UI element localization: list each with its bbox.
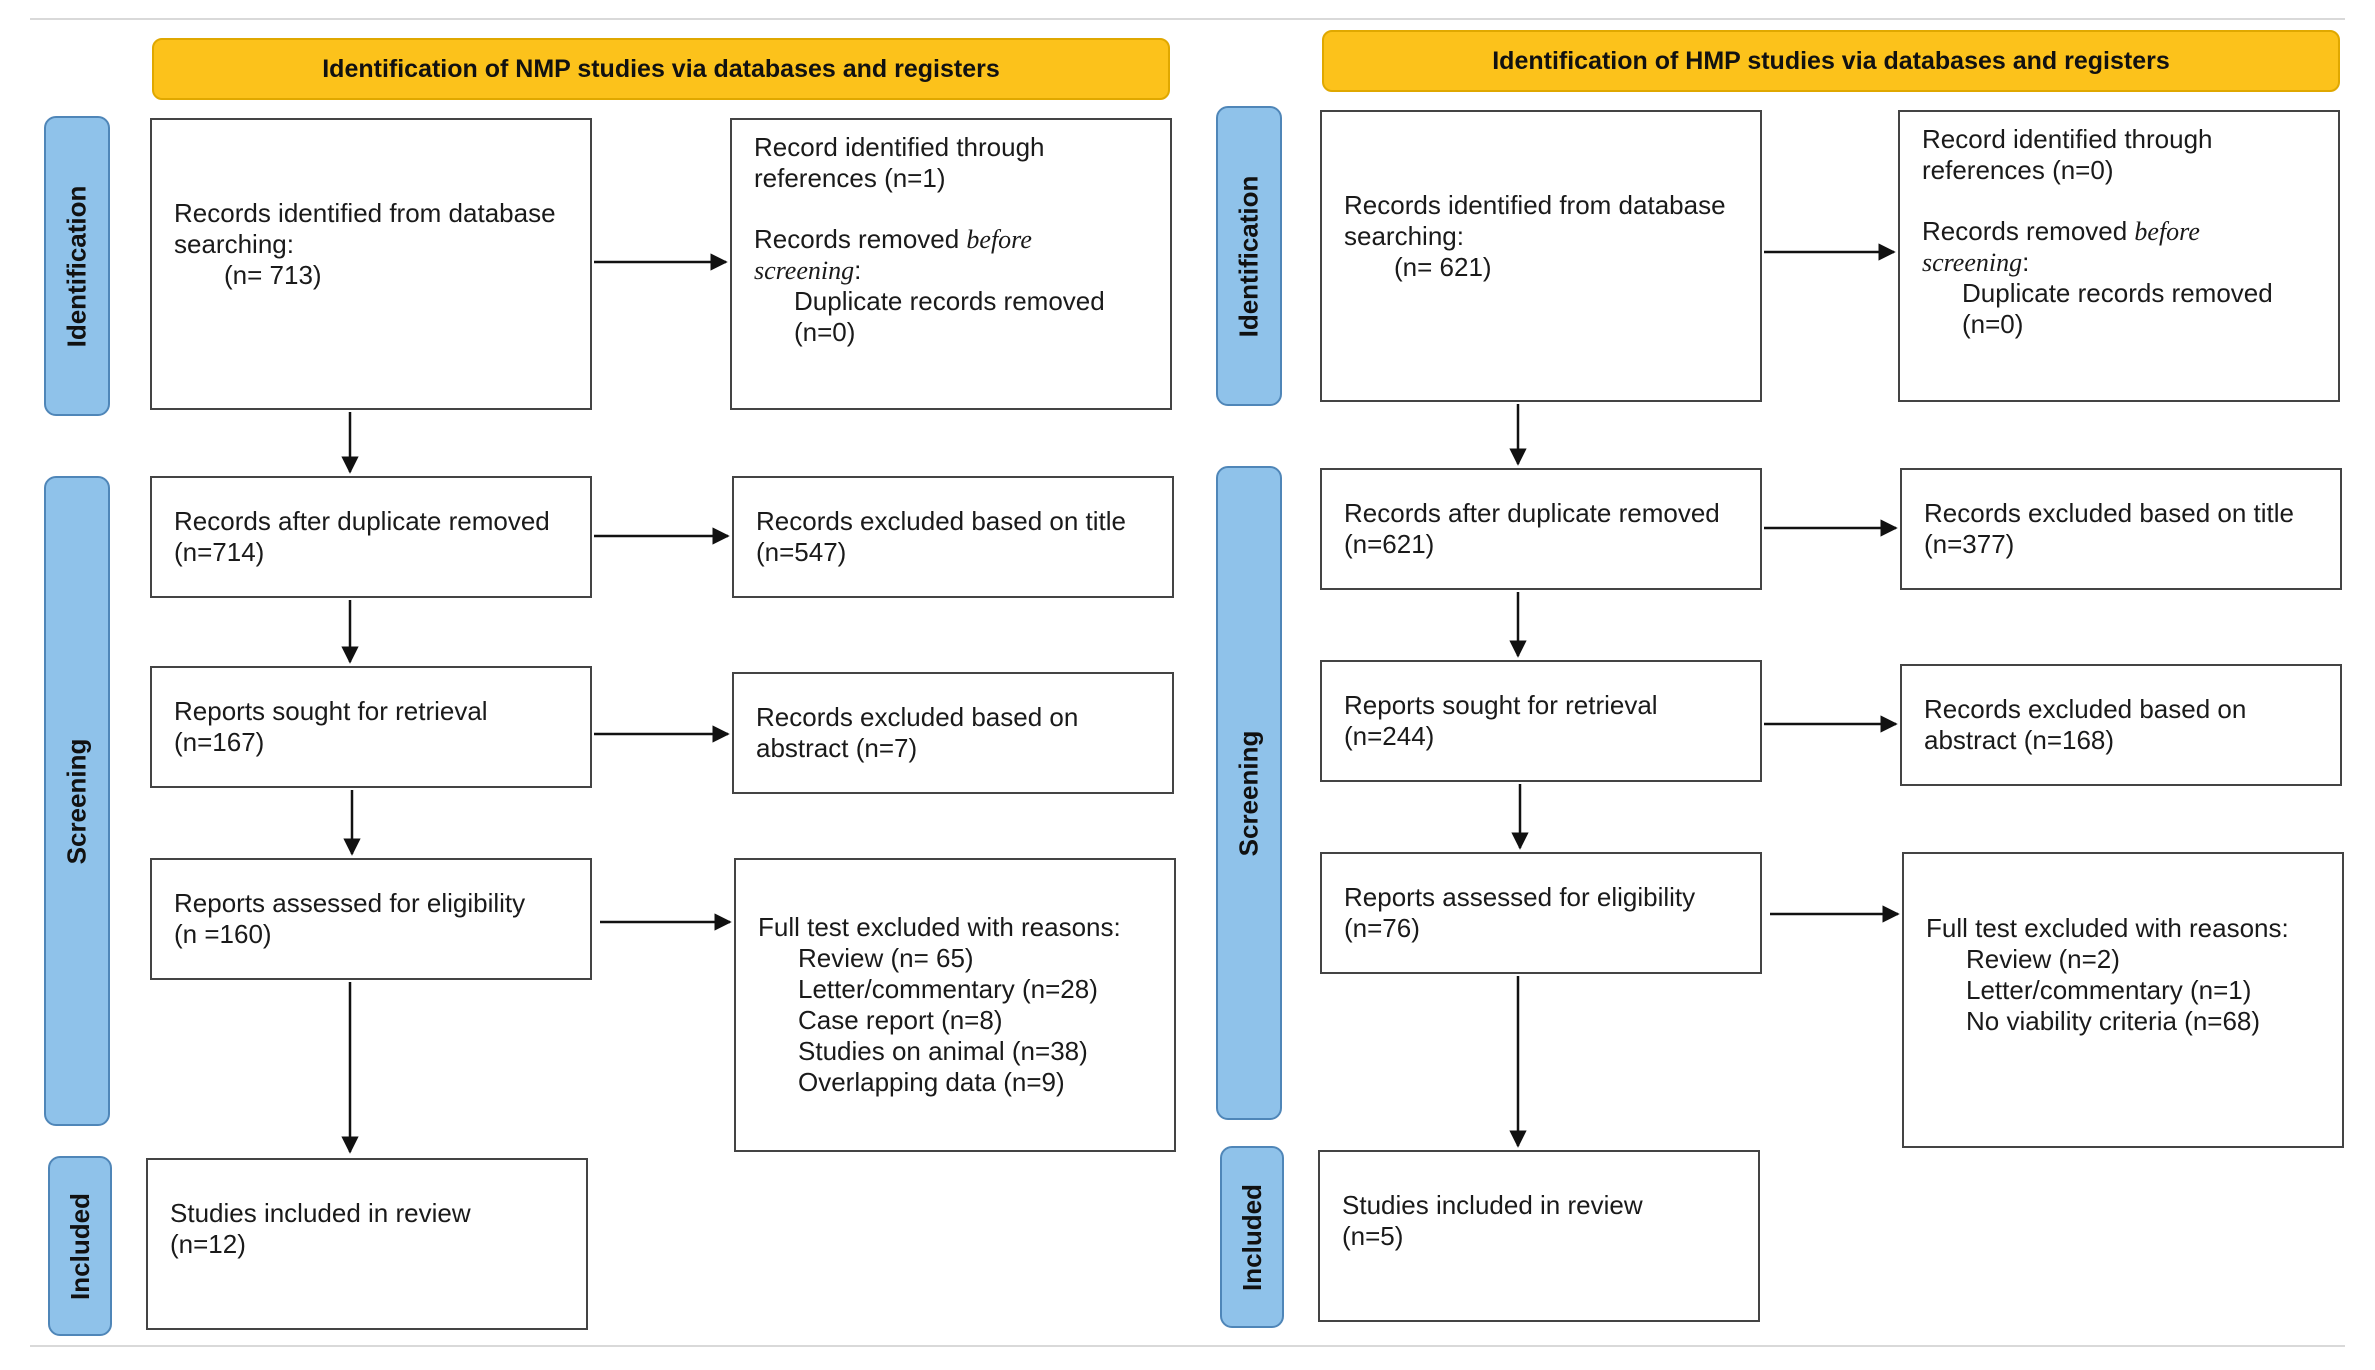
- hmp-reason-item: Review (n=2): [1966, 944, 2120, 974]
- hmp-excl-abstract-line2: abstract (n=168): [1924, 725, 2115, 755]
- nmp-references-line1: Record identified through: [754, 132, 1045, 162]
- nmp-excl-abstract-line1: Records excluded based on: [756, 702, 1079, 732]
- hmp-stage-identification: Identification: [1216, 106, 1282, 406]
- hmp-records-identified-box: Records identified from database searchi…: [1320, 110, 1762, 402]
- nmp-after-duplicate-box: Records after duplicate removed (n=714): [150, 476, 592, 598]
- nmp-after-dup-line2: (n=714): [174, 537, 265, 567]
- hmp-removed-before-screening: Records removed before: [1922, 216, 2200, 246]
- hmp-sought-box: Reports sought for retrieval (n=244): [1320, 660, 1762, 782]
- nmp-reason-item: Case report (n=8): [798, 1005, 1003, 1035]
- nmp-assessed-box: Reports assessed for eligibility (n =160…: [150, 858, 592, 980]
- top-rule: [30, 18, 2345, 20]
- hmp-excl-title-line1: Records excluded based on title: [1924, 498, 2295, 528]
- hmp-fulltext-excluded-box: Full test excluded with reasons: Review …: [1902, 852, 2344, 1148]
- nmp-reason-item: Letter/commentary (n=28): [798, 974, 1098, 1004]
- hmp-after-dup-line2: (n=621): [1344, 529, 1435, 559]
- nmp-identified-line2: searching:: [174, 228, 294, 259]
- nmp-assessed-line2: (n =160): [174, 919, 272, 949]
- hmp-excluded-title-box: Records excluded based on title (n=377): [1900, 468, 2342, 590]
- hmp-reason-item: No viability criteria (n=68): [1966, 1006, 2261, 1036]
- nmp-excl-title-line1: Records excluded based on title: [756, 506, 1127, 536]
- nmp-sought-line2: (n=167): [174, 727, 265, 757]
- hmp-included-line2: (n=5): [1342, 1221, 1404, 1251]
- nmp-assessed-line1: Reports assessed for eligibility: [174, 888, 526, 918]
- hmp-sought-line1: Reports sought for retrieval: [1344, 690, 1658, 720]
- nmp-included-line1: Studies included in review: [170, 1198, 471, 1228]
- hmp-header: Identification of HMP studies via databa…: [1322, 30, 2340, 92]
- nmp-excluded-abstract-box: Records excluded based on abstract (n=7): [732, 672, 1174, 794]
- hmp-duplicates-label: Duplicate records removed: [1962, 278, 2273, 308]
- nmp-stage-screening: Screening: [44, 476, 110, 1126]
- hmp-assessed-line2: (n=76): [1344, 913, 1420, 943]
- nmp-fulltext-excluded-box: Full test excluded with reasons: Review …: [734, 858, 1176, 1152]
- nmp-duplicates-count: (n=0): [794, 317, 856, 347]
- hmp-sought-line2: (n=244): [1344, 721, 1435, 751]
- nmp-after-dup-line1: Records after duplicate removed: [174, 506, 550, 536]
- hmp-identified-line1: Records identified from database: [1344, 189, 1726, 220]
- nmp-header: Identification of NMP studies via databa…: [152, 38, 1170, 100]
- hmp-reason-item: Letter/commentary (n=1): [1966, 975, 2252, 1005]
- hmp-identified-count: (n= 621): [1394, 251, 1492, 282]
- nmp-included-line2: (n=12): [170, 1229, 246, 1259]
- hmp-stage-included: Included: [1220, 1146, 1284, 1328]
- hmp-identified-line2: searching:: [1344, 220, 1464, 251]
- nmp-stage-identification: Identification: [44, 116, 110, 416]
- nmp-included-box: Studies included in review (n=12): [146, 1158, 588, 1330]
- hmp-stage-screening: Screening: [1216, 466, 1282, 1120]
- nmp-reason-item: Review (n= 65): [798, 943, 974, 973]
- hmp-assessed-line1: Reports assessed for eligibility: [1344, 882, 1696, 912]
- nmp-references-line2: references (n=1): [754, 163, 946, 193]
- hmp-references-line2: references (n=0): [1922, 155, 2114, 185]
- hmp-excluded-abstract-box: Records excluded based on abstract (n=16…: [1900, 664, 2342, 786]
- hmp-after-dup-line1: Records after duplicate removed: [1344, 498, 1720, 528]
- nmp-identified-line1: Records identified from database: [174, 197, 556, 228]
- hmp-assessed-box: Reports assessed for eligibility (n=76): [1320, 852, 1762, 974]
- nmp-excluded-title-box: Records excluded based on title (n=547): [732, 476, 1174, 598]
- nmp-fulltext-heading: Full test excluded with reasons:: [758, 912, 1121, 942]
- nmp-duplicates-label: Duplicate records removed: [794, 286, 1105, 316]
- nmp-identified-count: (n= 713): [224, 259, 322, 290]
- nmp-references-box: Record identified through references (n=…: [730, 118, 1172, 410]
- hmp-included-box: Studies included in review (n=5): [1318, 1150, 1760, 1322]
- nmp-sought-line1: Reports sought for retrieval: [174, 696, 488, 726]
- hmp-after-duplicate-box: Records after duplicate removed (n=621): [1320, 468, 1762, 590]
- hmp-references-box: Record identified through references (n=…: [1898, 110, 2340, 402]
- hmp-duplicates-count: (n=0): [1962, 309, 2024, 339]
- nmp-removed-screening: screening:: [754, 255, 862, 285]
- hmp-fulltext-heading: Full test excluded with reasons:: [1926, 913, 2289, 943]
- nmp-excl-title-line2: (n=547): [756, 537, 847, 567]
- nmp-reason-item: Studies on animal (n=38): [798, 1036, 1088, 1066]
- nmp-excl-abstract-line2: abstract (n=7): [756, 733, 918, 763]
- bottom-rule: [30, 1345, 2345, 1347]
- nmp-stage-included: Included: [48, 1156, 112, 1336]
- hmp-references-line1: Record identified through: [1922, 124, 2213, 154]
- nmp-sought-box: Reports sought for retrieval (n=167): [150, 666, 592, 788]
- hmp-excl-abstract-line1: Records excluded based on: [1924, 694, 2247, 724]
- nmp-reason-item: Overlapping data (n=9): [798, 1067, 1065, 1097]
- hmp-included-line1: Studies included in review: [1342, 1190, 1643, 1220]
- hmp-excl-title-line2: (n=377): [1924, 529, 2015, 559]
- hmp-removed-screening: screening:: [1922, 247, 2030, 277]
- nmp-removed-before-screening: Records removed before: [754, 224, 1032, 254]
- nmp-records-identified-box: Records identified from database searchi…: [150, 118, 592, 410]
